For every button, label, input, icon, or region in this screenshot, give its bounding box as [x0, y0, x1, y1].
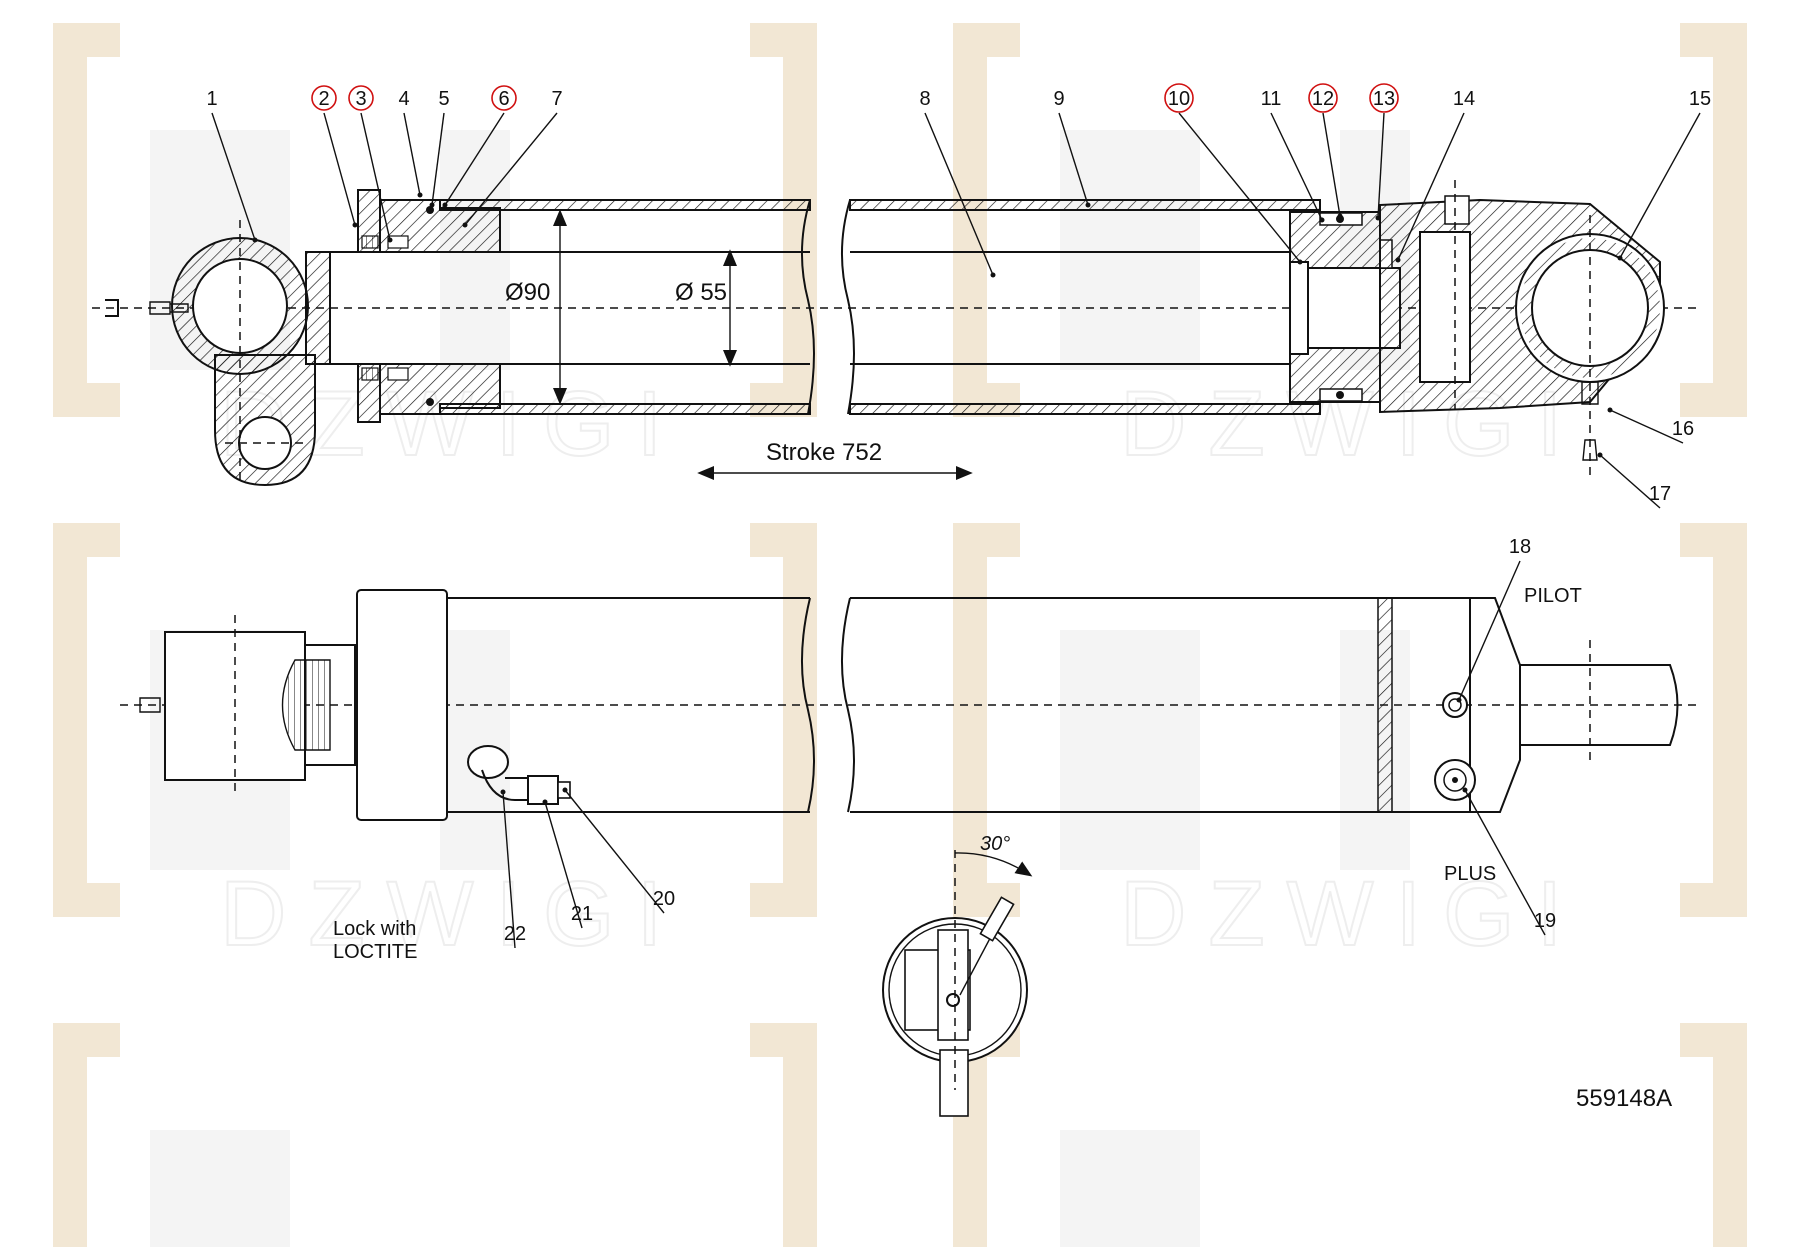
- callout-dot-9: [1085, 202, 1091, 208]
- callout-label-21: 21: [571, 903, 593, 925]
- svg-text:Stroke 752: Stroke 752: [766, 439, 882, 466]
- callout-leader-10: [1178, 112, 1301, 263]
- callout-dot-15: [1617, 255, 1623, 261]
- plus-label: PLUS: [1444, 863, 1496, 885]
- callout-leader-19: [1464, 789, 1546, 936]
- callout-label-18: 18: [1509, 536, 1531, 558]
- callout-label-12: 12: [1312, 88, 1334, 110]
- callout-highlight-13: [1369, 83, 1399, 113]
- cylinder-tube: [439, 199, 1321, 415]
- callout-leader-4: [403, 112, 421, 196]
- pilot-label: PILOT: [1524, 585, 1582, 607]
- callout-dot-5: [429, 202, 435, 208]
- dimension-rod: Ø 55: [675, 249, 737, 367]
- callout-leader-11: [1270, 112, 1323, 221]
- callout-highlight-2: [311, 85, 337, 111]
- callout-leader-14: [1397, 112, 1465, 261]
- callout-dot-13: [1375, 215, 1381, 221]
- callout-dot-11: [1319, 217, 1325, 223]
- callout-leader-9: [1058, 112, 1089, 206]
- callout-dot-22: [500, 789, 506, 795]
- callout-label-2: 2: [318, 88, 329, 110]
- callout-label-20: 20: [653, 888, 675, 910]
- callout-leader-16: [1609, 409, 1684, 444]
- callout-leader-5: [431, 112, 445, 206]
- callout-highlight-6: [491, 85, 517, 111]
- callout-dot-10: [1297, 259, 1303, 265]
- detail-view: 30°: [882, 833, 1033, 1117]
- callout-dot-20: [562, 787, 568, 793]
- dimension-bore: Ø90: [505, 209, 567, 405]
- loctite-label-2: LOCTITE: [333, 941, 417, 963]
- callout-dot-21: [542, 799, 548, 805]
- callout-label-4: 4: [398, 88, 409, 110]
- callout-label-6: 6: [498, 88, 509, 110]
- callout-label-11: 11: [1261, 88, 1282, 110]
- piston: [1289, 211, 1401, 403]
- callout-dot-4: [417, 192, 423, 198]
- callout-dot-19: [1462, 787, 1468, 793]
- callout-label-15: 15: [1689, 88, 1711, 110]
- callout-leader-12: [1322, 112, 1341, 217]
- callout-highlight-3: [348, 85, 374, 111]
- callout-dot-7: [462, 222, 468, 228]
- callout-dot-16: [1607, 407, 1613, 413]
- svg-text:DZWIGI: DZWIGI: [1120, 863, 1584, 965]
- section-view: Ø90 Ø 55 Stroke 752: [92, 180, 1700, 487]
- callout-label-16: 16: [1672, 418, 1694, 440]
- callout-leader-21: [544, 801, 583, 929]
- callout-label-22: 22: [504, 923, 526, 945]
- dimension-stroke: Stroke 752: [697, 439, 973, 480]
- callout-label-17: 17: [1649, 483, 1671, 505]
- callout-label-7: 7: [551, 88, 562, 110]
- callout-label-13: 13: [1373, 88, 1395, 110]
- drawing-number: 559148A: [1576, 1085, 1672, 1112]
- callout-leader-2: [323, 112, 356, 226]
- svg-text:30°: 30°: [980, 833, 1010, 855]
- callout-label-9: 9: [1053, 88, 1064, 110]
- callout-leader-17: [1599, 454, 1661, 509]
- callout-leader-1: [211, 112, 256, 241]
- callout-highlight-10: [1164, 83, 1194, 113]
- loctite-label-1: Lock with: [333, 918, 416, 940]
- callout-dot-17: [1597, 452, 1603, 458]
- callout-dot-3: [387, 237, 393, 243]
- callout-label-14: 14: [1453, 88, 1475, 110]
- callout-dot-14: [1395, 257, 1401, 263]
- svg-text:Ø90: Ø90: [505, 279, 550, 306]
- callout-dot-8: [990, 272, 996, 278]
- callout-leader-8: [924, 112, 994, 276]
- svg-text:Ø 55: Ø 55: [675, 279, 727, 306]
- callout-leader-18: [1458, 560, 1521, 701]
- callout-label-1: 1: [206, 88, 217, 110]
- outside-view: [120, 589, 1700, 821]
- callout-dot-1: [252, 237, 258, 243]
- grease-nipple-left: [105, 299, 189, 317]
- callout-label-8: 8: [919, 88, 930, 110]
- callout-label-5: 5: [438, 88, 449, 110]
- callout-leader-3: [360, 112, 391, 241]
- callout-leader-13: [1377, 112, 1385, 219]
- callout-leader-7: [464, 112, 558, 226]
- svg-text:DZWIGI: DZWIGI: [220, 863, 684, 965]
- cylinder-base: [1379, 180, 1665, 475]
- callout-leader-15: [1619, 112, 1701, 259]
- callout-label-10: 10: [1168, 88, 1190, 110]
- callout-label-19: 19: [1534, 910, 1556, 932]
- callout-dot-12: [1337, 213, 1343, 219]
- rod-eye: [171, 220, 331, 487]
- callout-dot-6: [442, 202, 448, 208]
- callout-dot-2: [352, 222, 358, 228]
- callout-leader-20: [564, 789, 665, 914]
- callout-label-3: 3: [355, 88, 366, 110]
- callout-leader-22: [502, 791, 516, 949]
- callout-leader-6: [444, 112, 505, 206]
- callout-highlight-12: [1308, 83, 1338, 113]
- callout-dot-18: [1456, 697, 1462, 703]
